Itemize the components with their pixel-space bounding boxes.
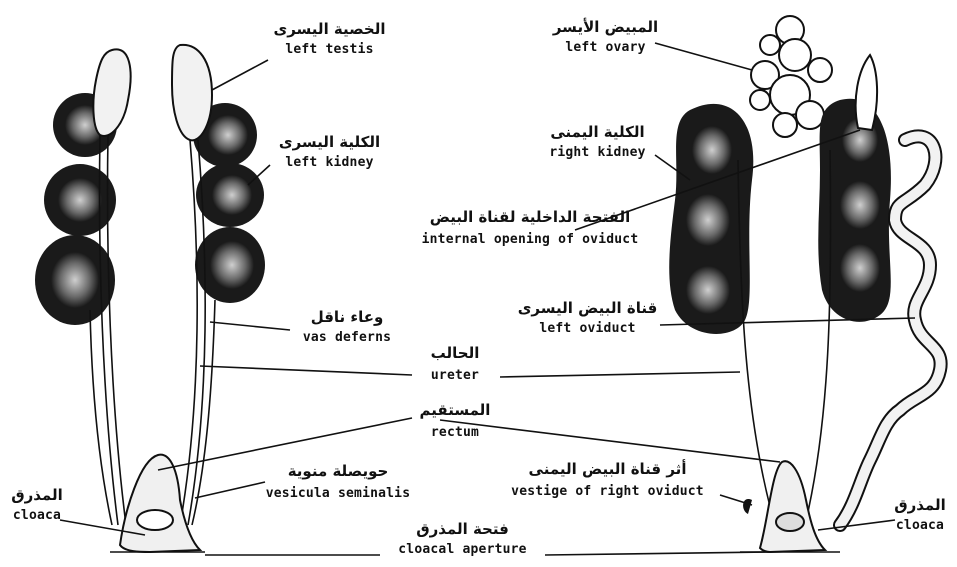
label-left-oviduct-en: left oviduct	[515, 322, 660, 335]
label-vestige-ar: أثر قناة البيض اليمنى	[490, 462, 725, 477]
label-rectum: المستقيم rectum	[405, 403, 505, 439]
male-testis-right	[172, 45, 212, 140]
label-vesicula-ar: حويصلة منوية	[258, 464, 418, 479]
label-left-testis: الخصية اليسرى left testis	[262, 22, 397, 56]
label-vestige-en: vestige of right oviduct	[490, 485, 725, 498]
label-rectum-ar: المستقيم	[405, 403, 505, 418]
label-left-kidney-en: left kidney	[262, 156, 397, 169]
label-cloacal-aperture-en: cloacal aperture	[375, 543, 550, 556]
label-right-kidney-ar: الكلية اليمنى	[535, 125, 660, 140]
label-left-testis-en: left testis	[262, 43, 397, 56]
label-cloacal-aperture: فتحة المذرق cloacal aperture	[375, 522, 550, 556]
female-ovary	[750, 16, 832, 137]
female-kidney-right	[669, 104, 753, 334]
label-vas-deferens-en: vas deferns	[282, 331, 412, 344]
label-left-ovary-ar: المبيض الأيسر	[548, 20, 663, 35]
label-left-ovary-en: left ovary	[548, 41, 663, 54]
label-cloaca-left: المذرق cloaca	[2, 488, 72, 522]
male-system	[35, 45, 265, 552]
oviduct-funnel	[856, 55, 877, 130]
label-vas-deferens-ar: وعاء ناقل	[282, 310, 412, 325]
label-vestige: أثر قناة البيض اليمنى vestige of right o…	[490, 462, 725, 498]
label-vesicula-en: vesicula seminalis	[258, 487, 418, 500]
label-right-kidney-en: right kidney	[535, 146, 660, 159]
label-left-kidney-ar: الكلية اليسرى	[262, 135, 397, 150]
label-rectum-en: rectum	[405, 426, 505, 439]
label-cloacal-aperture-ar: فتحة المذرق	[375, 522, 550, 537]
label-cloaca-right-ar: المذرق	[885, 498, 955, 513]
male-testis-left	[93, 49, 130, 136]
label-cloaca-left-en: cloaca	[2, 509, 72, 522]
label-ureter-ar: الحالب	[405, 346, 505, 361]
label-cloaca-left-ar: المذرق	[2, 488, 72, 503]
label-left-oviduct-ar: قناة البيض اليسرى	[515, 301, 660, 316]
label-left-testis-ar: الخصية اليسرى	[262, 22, 397, 37]
label-left-kidney: الكلية اليسرى left kidney	[262, 135, 397, 169]
label-ureter-en: ureter	[405, 369, 505, 382]
label-left-oviduct: قناة البيض اليسرى left oviduct	[515, 301, 660, 335]
label-internal-opening-ar: الفتحة الداخلية لقناة البيض	[405, 210, 655, 225]
label-internal-opening: الفتحة الداخلية لقناة البيض internal ope…	[405, 210, 655, 246]
label-cloaca-right: المذرق cloaca	[885, 498, 955, 532]
label-vas-deferens: وعاء ناقل vas deferns	[282, 310, 412, 344]
label-left-ovary: المبيض الأيسر left ovary	[548, 20, 663, 54]
label-vesicula: حويصلة منوية vesicula seminalis	[258, 464, 418, 500]
label-right-kidney: الكلية اليمنى right kidney	[535, 125, 660, 159]
label-cloaca-right-en: cloaca	[885, 519, 955, 532]
label-internal-opening-en: internal opening of oviduct	[405, 233, 655, 246]
label-ureter: الحالب ureter	[405, 346, 505, 382]
